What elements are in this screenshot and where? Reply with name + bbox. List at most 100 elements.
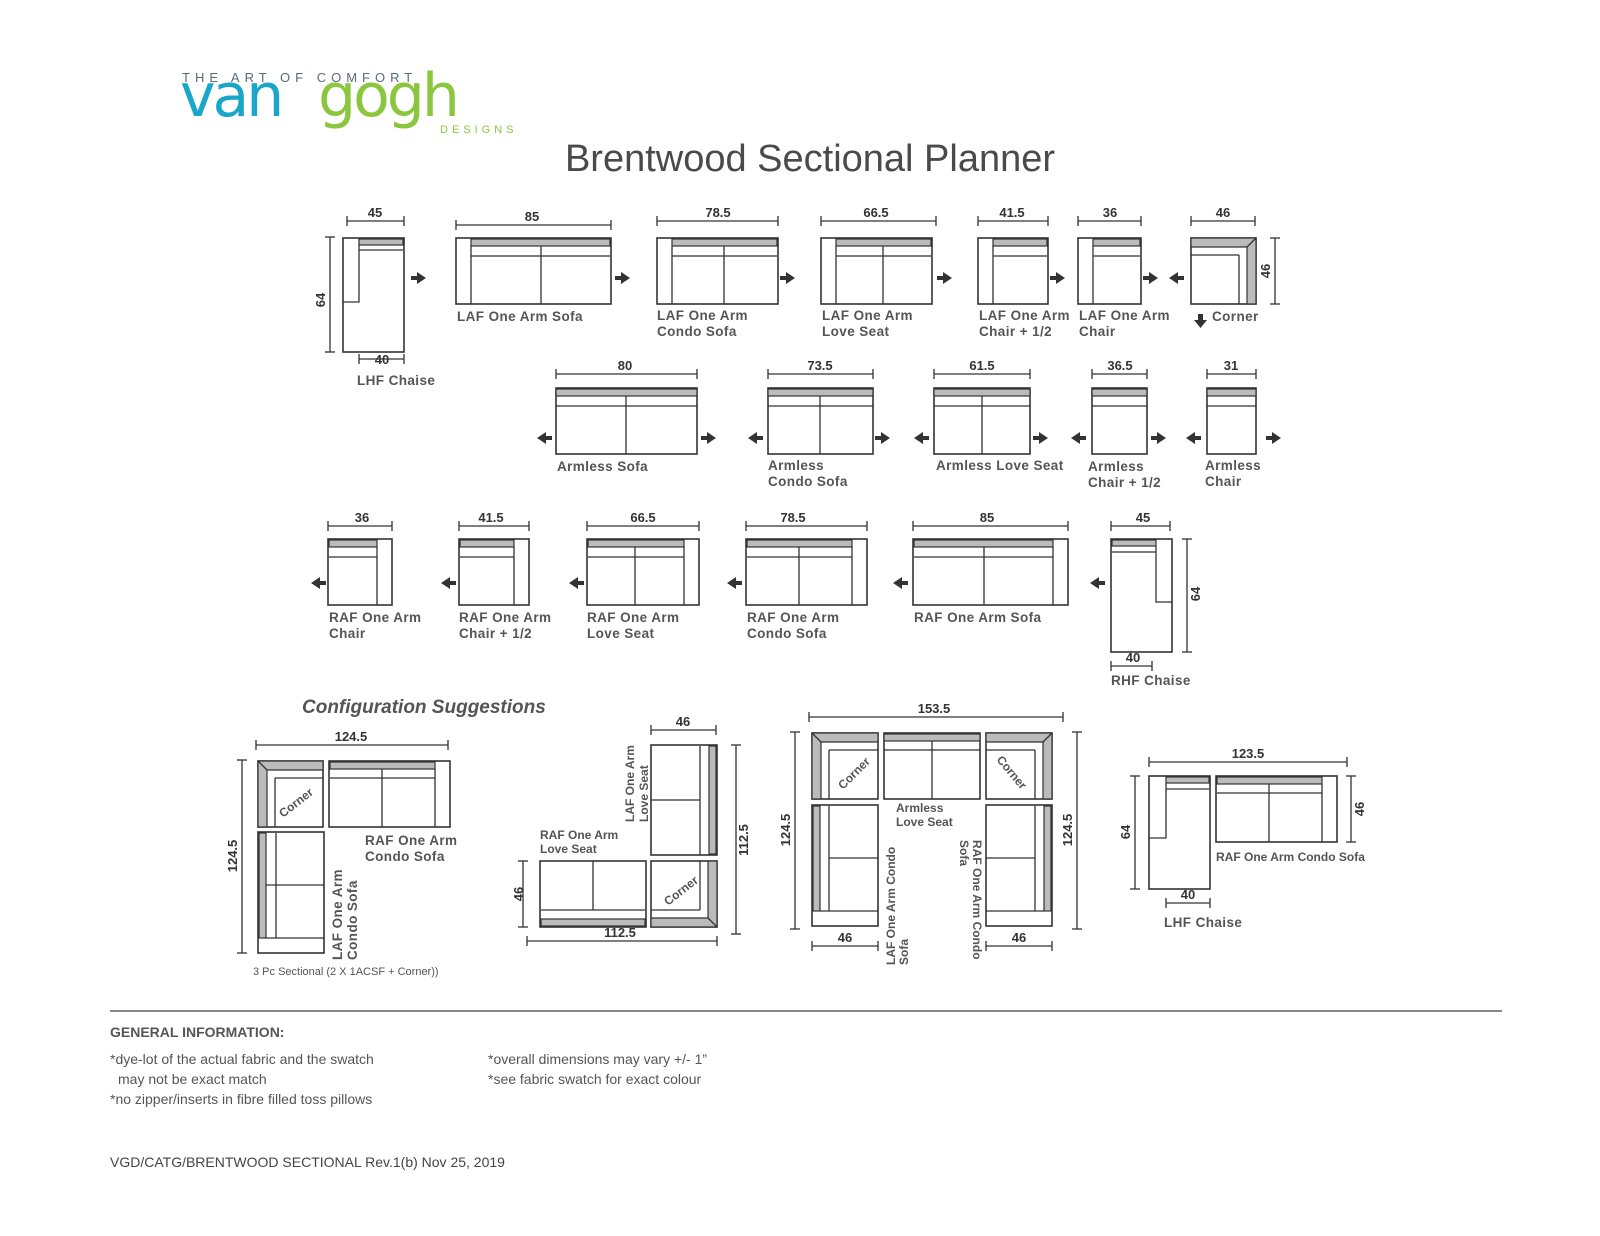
arrow-right-icon [701,432,716,444]
piece-raf-love-seat: 66.5 RAF One Arm Love Seat [569,510,700,641]
piece-armless-condo-sofa: 73.5 Armless Condo Sofa [748,358,890,489]
dim-c4-right-depth: 46 [1352,802,1367,816]
label-raf-chairhalf-2: Chair + 1/2 [459,626,532,641]
dim-laf-condo-width: 78.5 [705,205,730,220]
general-info-note-1b: may not be exact match [118,1071,267,1087]
general-info-note-4: *see fabric swatch for exact colour [488,1071,702,1087]
label-raf-sofa: RAF One Arm Sofa [914,610,1042,625]
page-title: Brentwood Sectional Planner [564,138,1056,180]
piece-laf-love-seat: 66.5 LAF One Arm Love Seat [820,205,952,339]
dim-lhf-chaise-depth: 64 [313,292,328,307]
config-2-l-shape: 46 112.5 LAF One Arm Love Seat Corner RA… [511,714,751,946]
arrow-left-icon [748,432,763,444]
piece-armless-sofa: 80 Armless Sofa [537,358,716,474]
dim-c4-depth: 64 [1118,824,1133,839]
brand-designs: DESIGNS [440,124,518,136]
dim-lhf-chaise-seat: 40 [375,352,389,367]
arrow-right-icon [875,432,890,444]
label-armless-chair-2: Chair [1205,474,1242,489]
arrow-down-icon [1194,314,1207,328]
label-laf-condo-2: Condo Sofa [657,324,737,339]
dim-armless-chair-width: 31 [1224,358,1238,373]
label-laf-chairhalf-2: Chair + 1/2 [979,324,1052,339]
label-c1-raf-2: Condo Sofa [365,849,445,864]
dim-laf-loveseat-width: 66.5 [863,205,888,220]
label-raf-chair-2: Chair [329,626,366,641]
dim-laf-chairhalf-width: 41.5 [999,205,1024,220]
label-laf-sofa: LAF One Arm Sofa [457,309,583,324]
arrow-left-icon [1090,577,1105,589]
arrow-right-icon [615,272,630,284]
piece-laf-condo-sofa: 78.5 LAF One Arm Condo Sofa [656,205,795,339]
brand-logo-van: van [180,61,284,131]
brand-tagline: THE ART OF COMFORT [182,70,418,85]
label-c3-laf-2: Sofa [897,939,911,965]
arrow-right-icon [1050,272,1065,284]
label-c3-armless-1: Armless [896,801,944,815]
label-c2-laf-2: Love Seat [637,765,651,822]
label-rhf-chaise: RHF Chaise [1111,673,1191,688]
label-laf-chairhalf-1: LAF One Arm [979,308,1070,323]
label-raf-loveseat-2: Love Seat [587,626,654,641]
label-c4-raf: RAF One Arm Condo Sofa [1216,850,1365,864]
dim-raf-sofa-width: 85 [980,510,994,525]
dim-laf-sofa-width: 85 [525,209,539,224]
dim-corner-width: 46 [1216,205,1230,220]
label-armless-sofa: Armless Sofa [557,459,648,474]
arrow-left-icon [1071,432,1086,444]
arrow-left-icon [569,577,584,589]
dim-c3-width: 153.5 [918,701,951,716]
label-c2-raf-2: Love Seat [540,842,597,856]
dim-rhf-chaise-depth: 64 [1188,586,1203,601]
dim-corner-depth: 46 [1258,264,1273,278]
label-c4-lhf: LHF Chaise [1164,915,1242,930]
label-laf-condo-1: LAF One Arm [657,308,748,323]
label-raf-condo-1: RAF One Arm [747,610,839,625]
dim-rhf-chaise-width: 45 [1136,510,1150,525]
piece-lhf-chaise: 45 64 40 LHF Chaise [313,205,435,388]
config-3-u-shape: 153.5 124.5 124.5 Corner Armless Love Se… [778,701,1082,965]
label-armless-loveseat: Armless Love Seat [936,458,1064,473]
label-c2-raf-1: RAF One Arm [540,828,618,842]
config-1-l-shape: 124.5 124.5 Corner RAF One Arm Condo Sof… [225,729,457,960]
divider [110,1010,1502,1012]
general-info-title: GENERAL INFORMATION: [110,1024,285,1040]
dim-laf-chair-width: 36 [1103,205,1117,220]
arrow-right-icon [1151,432,1166,444]
dim-c2-left-depth: 46 [511,887,526,901]
general-info-note-2: *no zipper/inserts in fibre filled toss … [110,1091,373,1107]
label-armless-chairhalf-1: Armless [1088,459,1144,474]
configuration-suggestions-title: Configuration Suggestions [302,697,546,718]
label-armless-condo-1: Armless [768,458,824,473]
piece-raf-chair: 36 RAF One Arm Chair [311,510,421,641]
piece-corner: 46 46 Corner [1190,205,1280,328]
label-raf-chair-1: RAF One Arm [329,610,421,625]
label-laf-loveseat-2: Love Seat [822,324,889,339]
dim-lhf-chaise-width: 45 [368,205,382,220]
label-armless-chair-1: Armless [1205,458,1261,473]
arrow-right-icon [1266,432,1281,444]
dim-c2-top-width: 46 [676,714,690,729]
arrow-right-icon [411,272,426,284]
arrow-right-icon [780,272,795,284]
dim-raf-chairhalf-width: 41.5 [478,510,503,525]
dim-c3-bottom-left: 46 [838,930,852,945]
piece-laf-chair: 36 LAF One Arm Chair [1077,205,1184,339]
arrow-left-icon [311,577,326,589]
piece-armless-love-seat: 61.5 Armless Love Seat [914,358,1064,473]
dim-raf-loveseat-width: 66.5 [630,510,655,525]
label-c3-armless-2: Love Seat [896,815,953,829]
label-armless-condo-2: Condo Sofa [768,474,848,489]
label-c3-laf-1: LAF One Arm Condo [884,847,898,965]
label-armless-chairhalf-2: Chair + 1/2 [1088,475,1161,490]
arrow-right-icon [1143,272,1158,284]
label-raf-loveseat-1: RAF One Arm [587,610,679,625]
arrow-right-icon [937,272,952,284]
piece-raf-condo-sofa: 78.5 RAF One Arm Condo Sofa [727,510,868,641]
document-footer: VGD/CATG/BRENTWOOD SECTIONAL Rev.1(b) No… [110,1154,505,1170]
arrow-right-icon [1033,432,1048,444]
dim-c1-depth: 124.5 [225,840,240,873]
dim-c4-width: 123.5 [1232,746,1265,761]
